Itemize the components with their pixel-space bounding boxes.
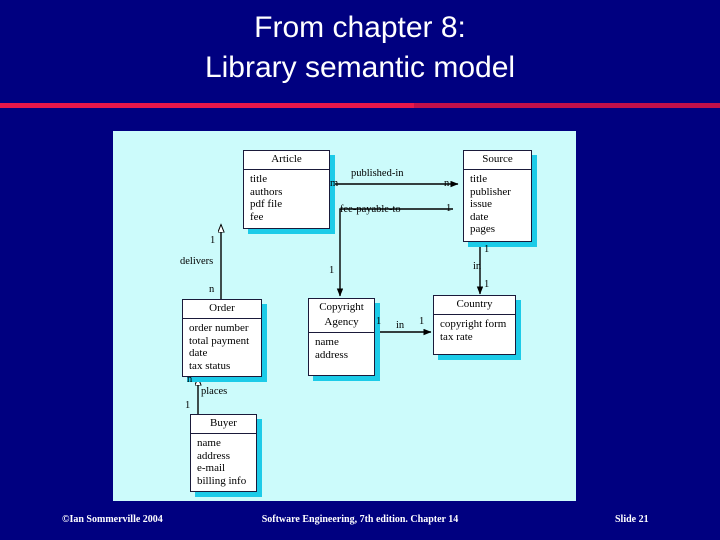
footer-copyright: ©Ian Sommerville 2004 <box>62 514 163 525</box>
page-title: From chapter 8: Library semantic model <box>0 8 720 88</box>
attribute: name <box>315 336 339 348</box>
entity-country[interactable]: Country copyright form tax rate <box>433 295 516 355</box>
diagram-connectors: Source : published-in --> Copyright Agen… <box>113 180 484 419</box>
entity-article-attributes: title authors pdf file fee <box>244 170 329 227</box>
entity-buyer[interactable]: Buyer name address e-mail billing info <box>190 414 257 492</box>
attribute: tax rate <box>440 330 473 343</box>
cardinality-places-to: n <box>187 374 193 385</box>
entity-order-name: Order <box>183 300 261 319</box>
relationship-label-in-source-country: in <box>473 261 482 272</box>
attribute: tax status <box>189 359 231 372</box>
cardinality-in-source-country-to: 1 <box>484 279 490 290</box>
relationship-label-delivers: delivers <box>180 256 214 267</box>
cardinality-published-in-from: m <box>330 178 339 189</box>
title-line-2: Library semantic model <box>204 51 516 84</box>
entity-article[interactable]: Article title authors pdf file fee <box>243 150 330 229</box>
entity-buyer-name: Buyer <box>191 415 256 434</box>
entity-source[interactable]: Source title publisher issue date pages <box>463 150 532 242</box>
cardinality-fee-payable-to-to: 1 <box>329 265 335 276</box>
entity-copyright-agency-name: Copyright Agency <box>309 299 374 333</box>
title-divider-rule <box>0 103 720 108</box>
cardinality-in-source-country-from: 1 <box>484 244 490 255</box>
attribute: total payment <box>189 334 250 347</box>
attribute: fee <box>250 210 264 223</box>
attribute: address <box>315 348 348 361</box>
footer-slide-number: Slide 21 <box>615 514 649 525</box>
relationship-label-fee-payable-to: fee-payable-to <box>340 204 401 215</box>
entity-copyright-agency-attributes: name address <box>309 333 374 365</box>
attribute: authors <box>250 185 283 198</box>
footer-book-reference: Software Engineering, 7th edition. Chapt… <box>261 514 459 525</box>
attribute: name <box>197 437 221 449</box>
cardinality-delivers-to: 1 <box>210 235 216 246</box>
relationship-label-in-agency-country: in <box>396 320 405 331</box>
entity-copyright-agency[interactable]: Copyright Agency name address <box>308 298 375 376</box>
entity-article-name: Article <box>244 151 329 170</box>
entity-order[interactable]: Order order number total payment date ta… <box>182 299 262 377</box>
attribute: issue <box>470 198 492 210</box>
attribute: date <box>470 210 489 223</box>
attribute: billing info <box>197 474 247 487</box>
cardinality-in-agency-country-from: 1 <box>376 316 382 327</box>
title-line-1: From chapter 8: <box>254 11 466 44</box>
cardinality-fee-payable-to-from: 1 <box>446 203 452 214</box>
attribute: e-mail <box>197 462 226 474</box>
entity-order-attributes: order number total payment date tax stat… <box>183 319 261 376</box>
entity-source-name: Source <box>464 151 531 170</box>
diagram-panel: Source : published-in --> Copyright Agen… <box>113 131 576 501</box>
attribute: publisher <box>470 185 511 198</box>
attribute: title <box>470 173 488 185</box>
title-divider-rule-dark <box>414 103 720 108</box>
slide-footer: ©Ian Sommerville 2004 Software Engineeri… <box>0 512 720 532</box>
attribute: date <box>189 347 208 359</box>
entity-country-name: Country <box>434 296 515 315</box>
entity-source-attributes: title publisher issue date pages <box>464 170 531 240</box>
cardinality-published-in-to: n <box>444 178 450 189</box>
attribute: pdf file <box>250 198 283 210</box>
attribute: copyright form <box>440 318 507 330</box>
cardinality-places-from: 1 <box>185 400 191 411</box>
relationship-label-places: places <box>201 386 228 397</box>
attribute: order number <box>189 322 249 334</box>
entity-buyer-attributes: name address e-mail billing info <box>191 434 256 491</box>
entity-country-attributes: copyright form tax rate <box>434 315 515 347</box>
cardinality-delivers-from: n <box>209 284 215 295</box>
attribute: pages <box>470 223 496 235</box>
relationship-label-published-in: published-in <box>351 168 404 179</box>
attribute: address <box>197 449 230 462</box>
cardinality-in-agency-country-to: 1 <box>419 316 425 327</box>
attribute: title <box>250 173 268 185</box>
